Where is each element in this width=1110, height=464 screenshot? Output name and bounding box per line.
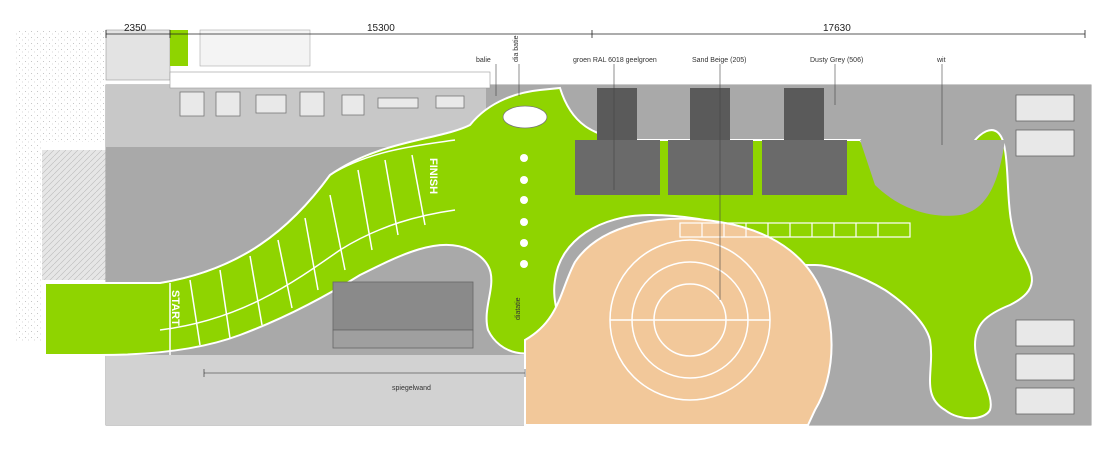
- callout-spiegelwand: spiegelwand: [392, 385, 431, 392]
- exterior-area: [14, 30, 106, 142]
- dumbbell-rack-lower: [332, 329, 474, 349]
- callout-groen: groen RAL 6018 geelgroen: [573, 57, 657, 64]
- callout-sand-beige: Sand Beige (205): [692, 57, 746, 64]
- dumbbell-rack: [332, 281, 474, 331]
- sled-lane: [679, 222, 911, 238]
- reception-desk: [502, 105, 548, 129]
- corridor-top: [105, 29, 171, 81]
- track-lanes: [159, 139, 456, 355]
- entrance-panel: [199, 29, 311, 67]
- rack-2: [668, 140, 753, 195]
- green-entrance-marker: [170, 30, 188, 66]
- rack-1: [575, 140, 660, 195]
- machines-top-row: [179, 91, 465, 117]
- cardio-machines: [1015, 94, 1075, 415]
- bottom-strip: [106, 355, 526, 425]
- dimension-line-bottom: [203, 369, 526, 377]
- rack-3-top: [784, 88, 824, 140]
- callout-dia-batie-top: dia batie: [513, 35, 520, 62]
- callout-dia-batie-mid: diatatie: [515, 297, 522, 320]
- callout-wit: wit: [936, 57, 946, 64]
- lobby-zone: [106, 85, 486, 147]
- callout-lines: [495, 64, 943, 300]
- dim-top-left: 2350: [124, 23, 147, 34]
- track-finish-label: FINISH: [427, 158, 439, 194]
- exterior-strip: [14, 142, 42, 342]
- marker-dots: [520, 154, 528, 268]
- dimension-line-top: [105, 30, 1086, 38]
- callout-dusty-grey: Dusty Grey (506): [810, 57, 863, 64]
- dim-top-right: 17630: [823, 23, 851, 34]
- rack-3: [762, 140, 847, 195]
- callout-balie: balie: [476, 57, 491, 64]
- rack-2-top: [690, 88, 730, 140]
- dim-top-middle: 15300: [367, 23, 395, 34]
- track-start-label: START: [169, 290, 181, 326]
- grey-zone-right: [860, 140, 1005, 216]
- reception-block: [169, 71, 491, 89]
- staircase: [42, 150, 106, 280]
- rack-1-top: [597, 88, 637, 140]
